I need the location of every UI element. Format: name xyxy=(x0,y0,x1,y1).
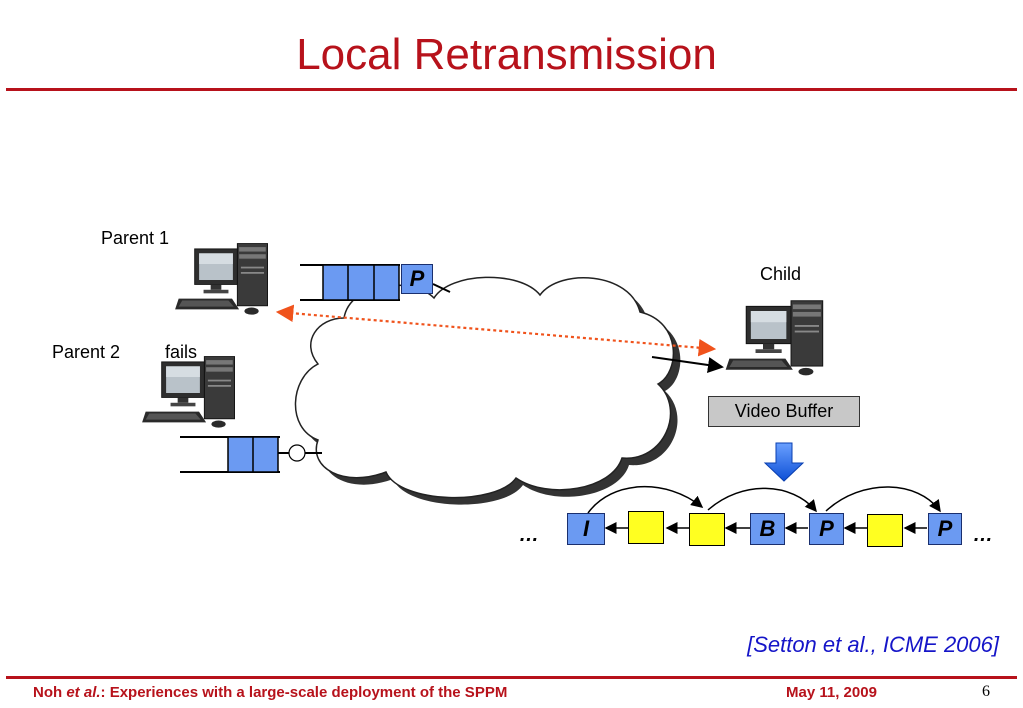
parent1-computer-icon xyxy=(174,243,269,316)
packet-p: P xyxy=(401,264,433,294)
footer-date: May 11, 2009 xyxy=(786,684,877,701)
retransmission-arrow xyxy=(275,304,717,357)
cloud-to-child-link xyxy=(651,356,724,373)
frame-i: I xyxy=(567,513,605,545)
frame-missing-3 xyxy=(867,514,903,547)
frame-b: B xyxy=(750,513,785,545)
frame-missing-2 xyxy=(689,513,725,546)
citation: [Setton et al., ICME 2006] xyxy=(747,632,999,657)
footer-etal: et al. xyxy=(66,684,101,701)
page-number: 6 xyxy=(982,683,990,700)
frame-dependency-arrows xyxy=(587,486,941,534)
frame-missing-1 xyxy=(628,511,664,544)
footer-author: Noh xyxy=(33,684,63,701)
child-computer-icon xyxy=(725,300,824,376)
frame-p1: P xyxy=(809,513,844,545)
ellipsis-left: … xyxy=(519,524,539,546)
footer-title: Noh et al.: Experiences with a large-sca… xyxy=(33,684,507,701)
fails-label: fails xyxy=(165,342,198,362)
title-divider xyxy=(6,88,1017,91)
footer-rest: : Experiences with a large-scale deploym… xyxy=(100,684,508,701)
down-arrow-icon xyxy=(763,442,805,482)
parent2-queue xyxy=(180,436,322,473)
parent1-label: Parent 1 xyxy=(101,228,170,248)
frame-p2: P xyxy=(928,513,962,545)
page-title: Local Retransmission xyxy=(296,30,717,79)
network-cloud-icon xyxy=(294,276,681,505)
failure-point-icon xyxy=(288,444,306,462)
ellipsis-right: … xyxy=(973,524,993,546)
video-buffer: Video Buffer xyxy=(708,396,860,427)
parent1-queue xyxy=(300,264,451,301)
parent2-computer-icon xyxy=(141,356,236,429)
parent2-label: Parent 2 xyxy=(52,342,121,362)
footer-divider xyxy=(6,676,1017,679)
child-label: Child xyxy=(760,264,802,284)
